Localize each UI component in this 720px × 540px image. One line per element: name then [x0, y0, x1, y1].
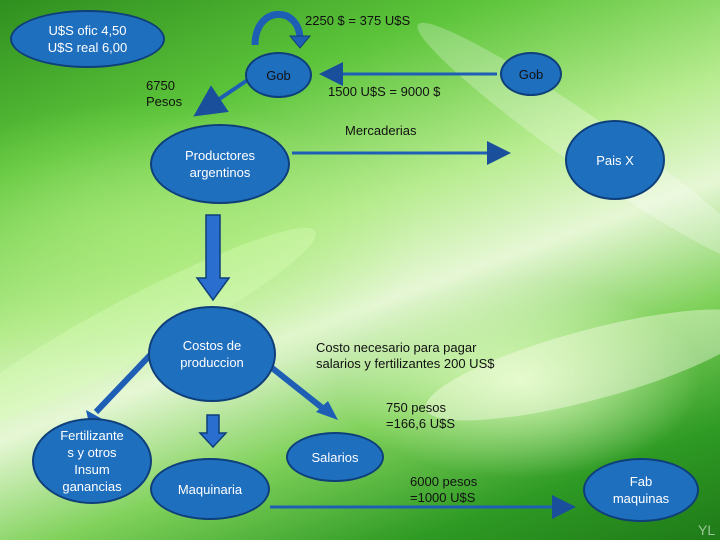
label-exchange-mid: 1500 U$S = 9000 $ [328, 84, 441, 99]
node-salarios: Salarios [286, 432, 384, 482]
node-gob-left: Gob [245, 52, 312, 98]
label-pesos-750: 750 pesos =166,6 U$S [386, 400, 456, 431]
curved-arrow-head [288, 35, 312, 49]
label-pesos-6750: 6750 Pesos [146, 78, 183, 109]
node-productores: Productores argentinos [150, 124, 290, 204]
node-maquinaria: Maquinaria [150, 458, 270, 520]
node-costos-label: Costos de produccion [180, 338, 244, 370]
node-fertilizantes: Fertilizante s y otros Insum ganancias [32, 418, 152, 504]
label-costo-necesario: Costo necesario para pagar salarios y fe… [316, 340, 495, 371]
watermark: YL [698, 522, 716, 538]
arrow-productores-to-costos [195, 214, 231, 302]
node-pais-x: Pais X [565, 120, 665, 200]
node-productores-label: Productores argentinos [184, 148, 256, 180]
node-gob-left-label: Gob [266, 67, 291, 83]
node-fab-maquinas-label: Fab maquinas [612, 474, 670, 506]
arrow-costos-to-maquinaria [198, 414, 228, 449]
node-fertilizantes-label: Fertilizante s y otros Insum ganancias [60, 428, 124, 494]
node-salarios-label: Salarios [311, 449, 359, 465]
curved-arrow [251, 10, 304, 46]
node-pais-x-label: Pais X [596, 152, 634, 168]
node-usd-rates-label: U$S ofic 4,50 U$S real 6,00 [47, 23, 128, 55]
node-usd-rates: U$S ofic 4,50 U$S real 6,00 [10, 10, 165, 68]
label-exchange-top: 2250 $ = 375 U$S [305, 13, 411, 28]
label-pesos-6000: 6000 pesos =1000 U$S [410, 474, 478, 505]
node-costos: Costos de produccion [148, 306, 276, 402]
node-maquinaria-label: Maquinaria [177, 481, 243, 497]
arrow-costos-to-fertilizantes [93, 347, 158, 415]
label-mercaderias: Mercaderias [345, 123, 417, 138]
node-fab-maquinas: Fab maquinas [583, 458, 699, 522]
arrow-costos-to-salarios-head [316, 401, 338, 420]
node-gob-right-label: Gob [518, 66, 544, 82]
node-gob-right: Gob [500, 52, 562, 96]
